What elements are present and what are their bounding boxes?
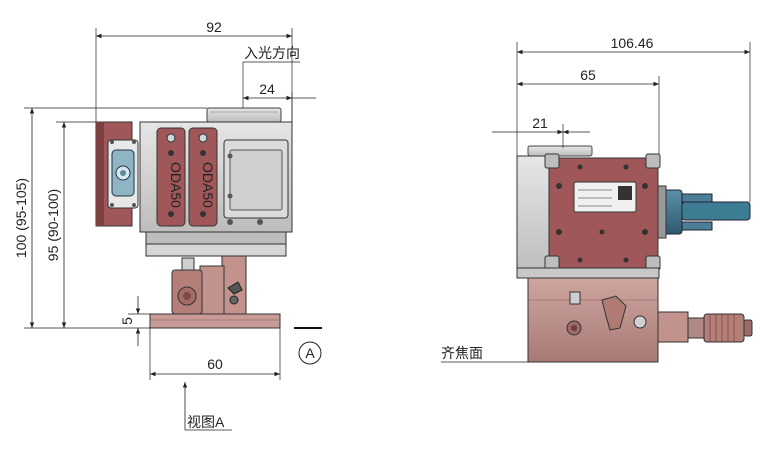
micrometer-sleeve <box>657 311 689 343</box>
dim-100: 100 (95-105) <box>13 178 29 258</box>
plate1-label: ODA50 <box>168 162 184 208</box>
plate-1 <box>156 127 186 227</box>
dim-92: 92 <box>206 19 222 35</box>
lever <box>601 295 627 331</box>
dim-65: 65 <box>580 67 596 83</box>
right-dimensions: 106.46 65 21 齐焦面 <box>441 35 751 363</box>
teal-cable <box>681 201 751 221</box>
left-dimensions: 92 24 入光方向 100 (95-105) 95 (90-100) 5 60… <box>13 19 322 431</box>
light-direction-label: 入光方向 <box>244 45 300 61</box>
dim-21: 21 <box>532 115 548 131</box>
dim-95: 95 (90-100) <box>45 189 61 261</box>
base-plate <box>149 313 281 329</box>
focus-plane-label: 齐焦面 <box>441 345 483 361</box>
left-view: ODA50 ODA50 <box>95 107 293 329</box>
right-view <box>516 145 753 363</box>
view-label: 视图A <box>187 414 225 430</box>
view-marker-label: A <box>305 345 315 361</box>
top-knob <box>206 107 282 123</box>
plate-2 <box>188 127 218 227</box>
dim-24: 24 <box>259 81 275 97</box>
dim-60: 60 <box>207 356 223 372</box>
dim-106: 106.46 <box>611 35 654 51</box>
view-marker-circle <box>298 341 322 365</box>
dim-5: 5 <box>119 317 135 325</box>
lower-housing <box>145 231 287 245</box>
red-body <box>548 157 659 269</box>
plate2-label: ODA50 <box>200 162 216 208</box>
